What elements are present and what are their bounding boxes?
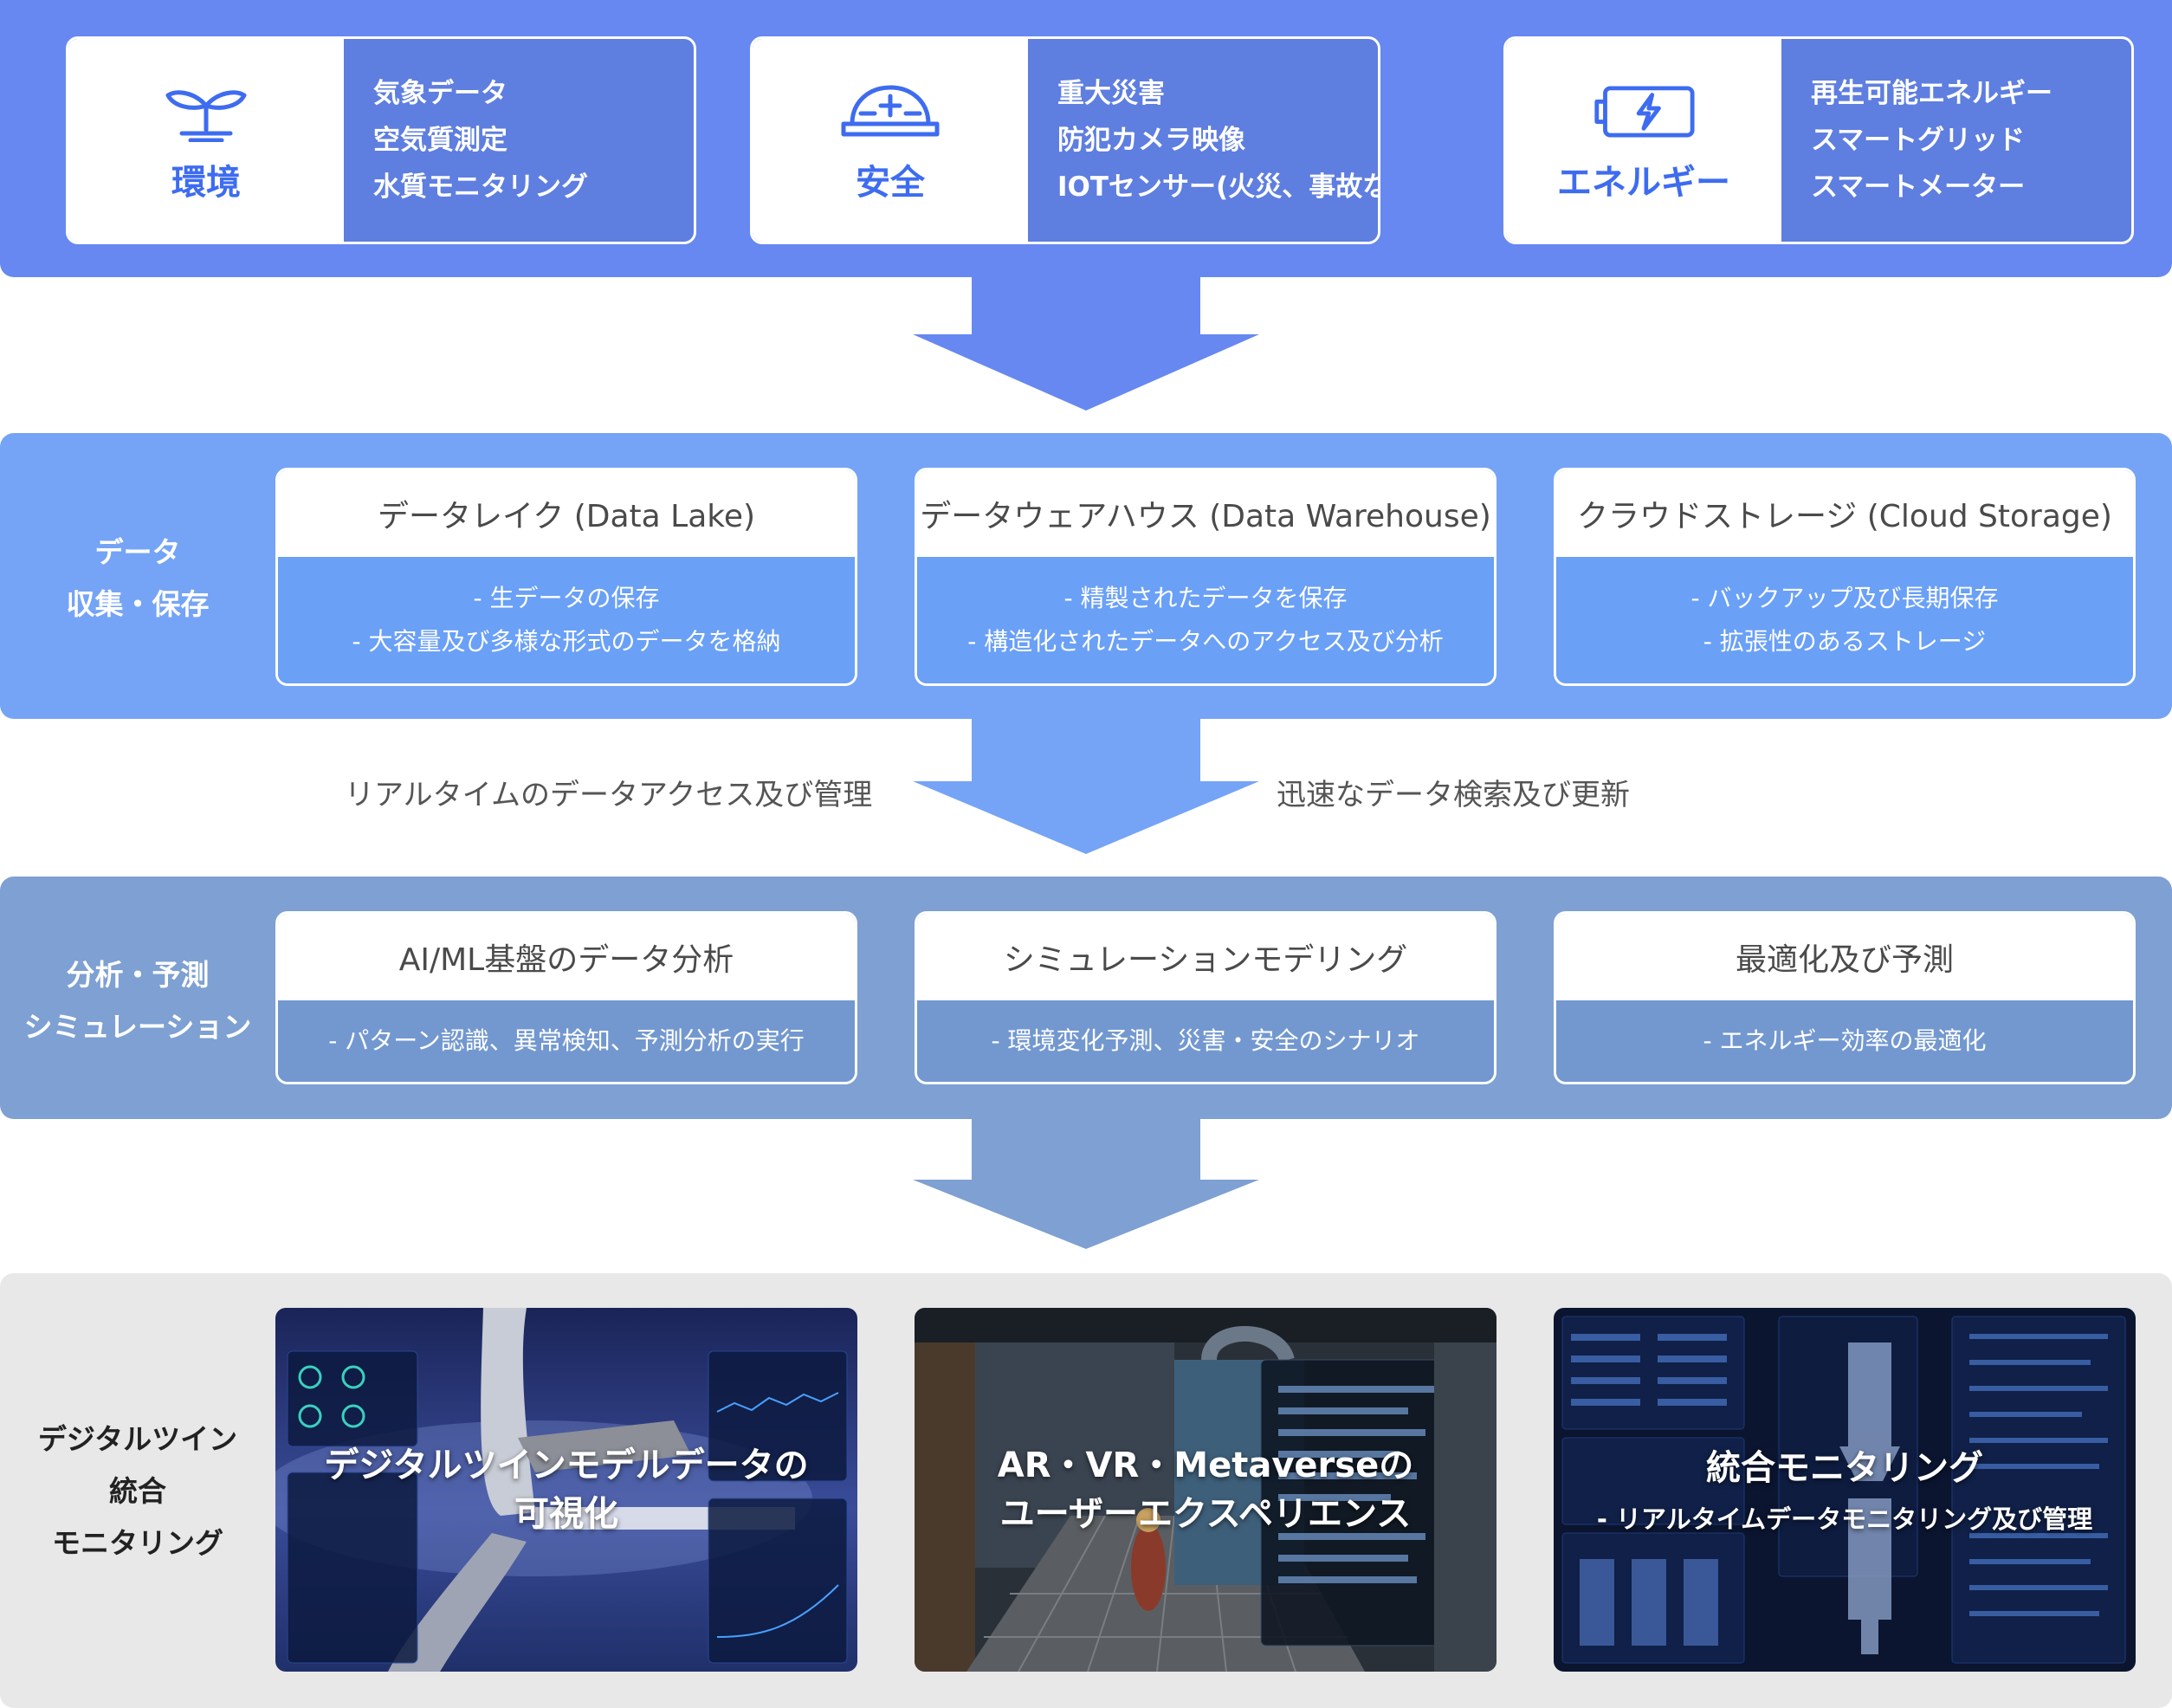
storage-card-data-warehouse: データウェアハウス (Data Warehouse) - 精製されたデータを保存… (915, 468, 1496, 686)
flow-arrow-2 (913, 717, 1259, 854)
twin-label-line: 統合 (109, 1474, 166, 1508)
card-body: - パターン認識、異常検知、予測分析の実行 (278, 1000, 855, 1082)
source-item: 重大災害 (1057, 78, 1165, 109)
source-item: スマートメーター (1811, 171, 2026, 203)
flow-label-right: 迅速なデータ検索及び更新 (1277, 778, 1630, 812)
card-body: - エネルギー効率の最適化 (1556, 1000, 2133, 1082)
twin-card-title-line: 統合モニタリング (1706, 1448, 1983, 1488)
flow-label-left: リアルタイムのデータアクセス及び管理 (345, 778, 873, 812)
card-title: シミュレーションモデリング (917, 914, 1494, 1000)
twin-label-line: デジタルツイン (37, 1422, 238, 1456)
card-title: 最適化及び予測 (1556, 914, 2133, 1000)
source-items: 再生可能エネルギー スマートグリッド スマートメーター (1781, 39, 2131, 242)
storage-section-label: データ 収集・保存 (0, 527, 275, 631)
card-item: - パターン認識、異常検知、予測分析の実行 (328, 1026, 805, 1055)
monitoring-dashboard-image (1554, 1308, 2136, 1672)
source-item: 再生可能エネルギー (1811, 78, 2052, 109)
metaverse-plant-image (915, 1308, 1496, 1672)
sprout-icon (154, 76, 258, 146)
card-body: - 精製されたデータを保存 - 構造化されたデータへのアクセス及び分析 (917, 557, 1494, 683)
twin-card-title-line: デジタルツインモデルデータの (324, 1446, 809, 1485)
twin-card-monitoring: 統合モニタリング - リアルタイムデータモニタリング及び管理 (1554, 1308, 2136, 1672)
storage-label-line: 収集・保存 (66, 587, 210, 621)
source-item: 気象データ (373, 78, 507, 109)
analysis-label-line: 分析・予測 (66, 958, 210, 992)
source-card-environment: 環境 気象データ 空気質測定 水質モニタリング (66, 36, 696, 244)
twin-card-text: AR・VR・Metaverseの ユーザーエクスペリエンス (915, 1308, 1496, 1672)
twin-card-ar-vr: AR・VR・Metaverseの ユーザーエクスペリエンス (915, 1308, 1496, 1672)
source-card-header: 環境 (68, 39, 344, 242)
source-item: 空気質測定 (373, 125, 507, 156)
card-item: - 環境変化予測、災害・安全のシナリオ (991, 1026, 1420, 1055)
storage-card-data-lake: データレイク (Data Lake) - 生データの保存 - 大容量及び多様な形… (275, 468, 857, 686)
analysis-card-ai-ml: AI/ML基盤のデータ分析 - パターン認識、異常検知、予測分析の実行 (275, 911, 857, 1084)
analysis-label-line: シミュレーション (23, 1010, 252, 1044)
card-item: - 構造化されたデータへのアクセス及び分析 (967, 627, 1444, 656)
source-items: 重大災害 防犯カメラ映像 IOTセンサー(火災、事故など) (1028, 39, 1378, 242)
card-item: - 大容量及び多様な形式のデータを格納 (352, 627, 781, 656)
source-title: 安全 (856, 163, 925, 203)
twin-card-subtitle: - リアルタイムデータモニタリング及び管理 (1596, 1504, 2093, 1534)
card-body: - 生データの保存 - 大容量及び多様な形式のデータを格納 (278, 557, 855, 683)
storage-card-cloud-storage: クラウドストレージ (Cloud Storage) - バックアップ及び長期保存… (1554, 468, 2136, 686)
card-title: データレイク (Data Lake) (278, 470, 855, 557)
twin-card-title-line: 可視化 (514, 1494, 618, 1534)
source-items: 気象データ 空気質測定 水質モニタリング (344, 39, 694, 242)
source-item: IOTセンサー(火災、事故など) (1057, 171, 1378, 203)
card-body: - 環境変化予測、災害・安全のシナリオ (917, 1000, 1494, 1082)
card-body: - バックアップ及び長期保存 - 拡張性のあるストレージ (1556, 557, 2133, 683)
storage-label-line: データ (94, 535, 181, 569)
card-title: AI/ML基盤のデータ分析 (278, 914, 855, 1000)
card-item: - エネルギー効率の最適化 (1703, 1026, 1987, 1055)
card-item: - 拡張性のあるストレージ (1703, 627, 1987, 656)
card-item: - 生データの保存 (473, 584, 660, 612)
wind-turbine-image (275, 1308, 857, 1672)
source-item: 防犯カメラ映像 (1057, 125, 1245, 156)
source-card-safety: 安全 重大災害 防犯カメラ映像 IOTセンサー(火災、事故など) (750, 36, 1380, 244)
twin-card-text: 統合モニタリング - リアルタイムデータモニタリング及び管理 (1554, 1308, 2136, 1672)
analysis-section-label: 分析・予測 シミュレーション (0, 949, 275, 1053)
card-title: データウェアハウス (Data Warehouse) (917, 470, 1494, 557)
hardhat-icon (838, 76, 942, 146)
analysis-card-optimization: 最適化及び予測 - エネルギー効率の最適化 (1554, 911, 2136, 1084)
battery-icon (1592, 76, 1696, 146)
card-item: - 精製されたデータを保存 (1063, 584, 1348, 612)
source-item: 水質モニタリング (373, 171, 588, 203)
analysis-card-simulation: シミュレーションモデリング - 環境変化予測、災害・安全のシナリオ (915, 911, 1496, 1084)
twin-card-title-line: ユーザーエクスペリエンス (999, 1494, 1412, 1534)
source-title: 環境 (171, 163, 241, 203)
twin-card-text: デジタルツインモデルデータの 可視化 (275, 1308, 857, 1672)
source-item: スマートグリッド (1811, 125, 2026, 156)
flow-arrow-3 (913, 1117, 1259, 1249)
twin-section-label: デジタルツイン 統合 モニタリング (0, 1414, 275, 1569)
flow-arrow-1 (913, 275, 1259, 411)
twin-card-visualization: デジタルツインモデルデータの 可視化 (275, 1308, 857, 1672)
twin-card-title-line: AR・VR・Metaverseの (997, 1446, 1414, 1485)
card-item: - バックアップ及び長期保存 (1690, 584, 1999, 612)
source-title: エネルギー (1557, 163, 1730, 203)
card-title: クラウドストレージ (Cloud Storage) (1556, 470, 2133, 557)
twin-label-line: モニタリング (52, 1526, 223, 1560)
source-card-energy: エネルギー 再生可能エネルギー スマートグリッド スマートメーター (1503, 36, 2134, 244)
source-card-header: エネルギー (1506, 39, 1781, 242)
source-card-header: 安全 (753, 39, 1028, 242)
